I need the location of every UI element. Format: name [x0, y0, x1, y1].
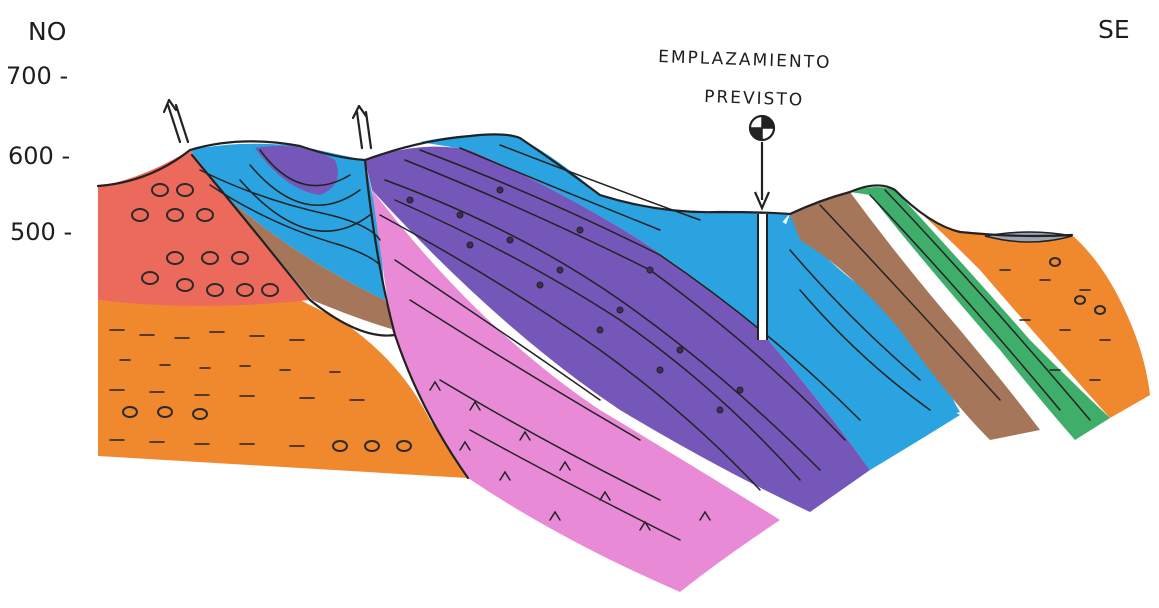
- borehole: [758, 214, 767, 340]
- elevation-tick-700: 700 -: [6, 62, 68, 90]
- label-east: SE: [1098, 15, 1130, 44]
- elevation-tick-600: 600 -: [8, 142, 70, 170]
- fault-arrow-icon: [164, 100, 188, 142]
- elevation-tick-500: 500 -: [10, 218, 72, 246]
- site-marker-icon: [750, 116, 774, 208]
- label-west: NO: [28, 17, 66, 46]
- site-label-line1: EMPLAZAMIENTO: [658, 47, 832, 73]
- fault-arrow-icon: [353, 106, 371, 148]
- site-label-line2: PREVISTO: [704, 87, 805, 110]
